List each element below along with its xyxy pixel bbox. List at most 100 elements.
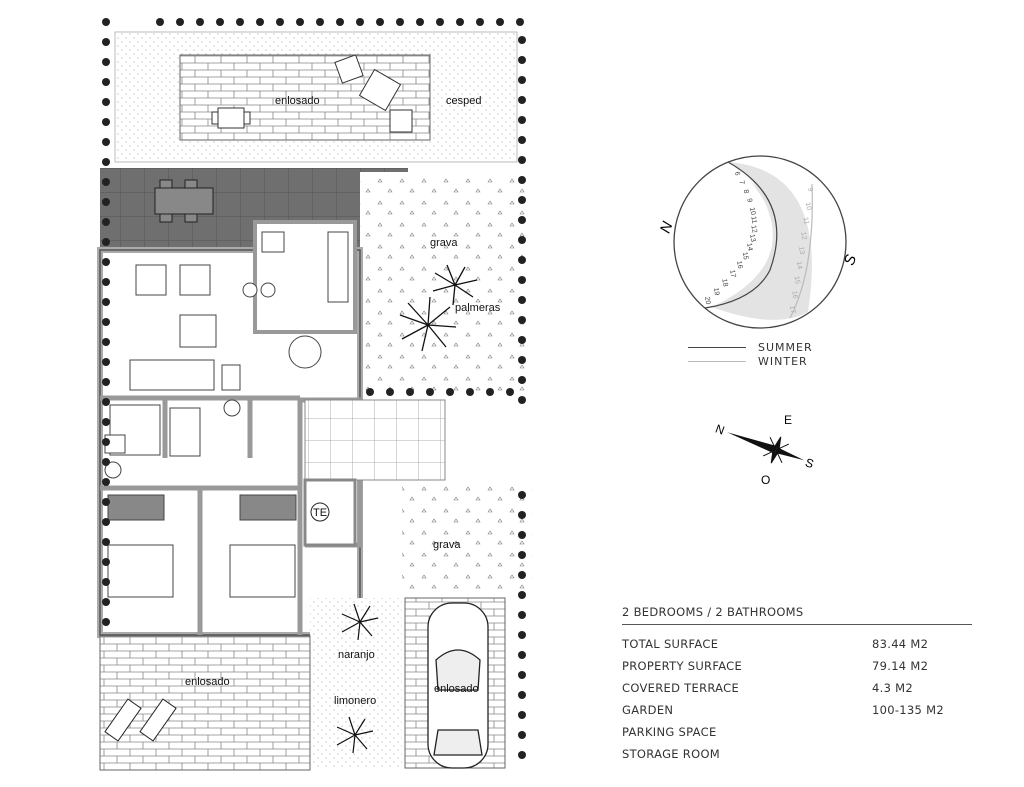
winter-fill — [712, 162, 812, 320]
lower-left-paving — [99, 635, 311, 771]
hedge-dot — [102, 438, 110, 446]
hedge-dot — [102, 318, 110, 326]
winter-hour-label: 11 — [802, 217, 810, 225]
hedge-dot — [102, 158, 110, 166]
spec-value: 83.44 M2 — [872, 637, 929, 651]
hedge-dot — [518, 96, 526, 104]
label-parking-paving: enlosado — [434, 683, 479, 695]
hedge-dot — [102, 578, 110, 586]
hedge-dot — [102, 338, 110, 346]
hedge-dot — [102, 258, 110, 266]
hedge-dot — [316, 18, 324, 26]
hedge-dot — [506, 388, 514, 396]
label-orange-tree: naranjo — [338, 649, 375, 661]
hedge-dot — [518, 136, 526, 144]
hedge-dot — [102, 458, 110, 466]
label-gravel-right: grava — [430, 237, 458, 249]
winter-hour-label: 15 — [793, 276, 801, 285]
hedge-dot — [518, 56, 526, 64]
hedge-dot — [216, 18, 224, 26]
hedge-dot — [102, 398, 110, 406]
hedge-dot — [386, 388, 394, 396]
hedge-dot — [518, 76, 526, 84]
hedge-dot — [102, 278, 110, 286]
hedge-dot — [102, 598, 110, 606]
hedge-dot — [102, 238, 110, 246]
hedge-dot — [518, 571, 526, 579]
hedge-dot — [102, 478, 110, 486]
summer-hour-label: 20 — [703, 296, 711, 305]
legend-winter: WINTER — [688, 354, 813, 368]
hedge-dot — [102, 78, 110, 86]
hedge-dots — [102, 18, 526, 759]
tree-icon — [336, 603, 379, 754]
hedge-dot — [518, 156, 526, 164]
summer-hour-label: 19 — [712, 287, 720, 296]
hedge-dot — [102, 558, 110, 566]
hedge-dot — [276, 18, 284, 26]
hedge-dot — [102, 618, 110, 626]
hedge-dot — [102, 518, 110, 526]
legend-summer: SUMMER — [688, 340, 813, 354]
hedge-dot — [102, 138, 110, 146]
hedge-dot — [518, 731, 526, 739]
hedge-dot — [518, 116, 526, 124]
right-gravel-garden — [360, 172, 525, 397]
compass-rose-icon: N S — [713, 422, 815, 472]
hedge-dot — [476, 18, 484, 26]
hedge-dot — [436, 18, 444, 26]
sun-path-legend: SUMMER WINTER — [688, 340, 813, 368]
palm-tree-icon — [399, 264, 478, 352]
spec-value: 79.14 M2 — [872, 659, 929, 673]
summer-hour-label: 7 — [738, 180, 746, 185]
hedge-dot — [296, 18, 304, 26]
label-lemon-tree: limonero — [334, 695, 376, 707]
spec-label: PARKING SPACE — [622, 725, 717, 739]
hedge-dot — [518, 751, 526, 759]
summer-hour-label: 12 — [749, 225, 757, 234]
hedge-dot — [518, 196, 526, 204]
compass-s: S — [803, 455, 815, 471]
hedge-dot — [518, 531, 526, 539]
label-lawn: cesped — [446, 95, 481, 107]
hedge-dot — [496, 18, 504, 26]
hedge-dot — [336, 18, 344, 26]
meter-icon — [310, 502, 330, 522]
hedge-dot — [516, 18, 524, 26]
hedge-dot — [406, 388, 414, 396]
hedge-dot — [466, 388, 474, 396]
winter-path — [789, 183, 813, 319]
hedge-dot — [518, 711, 526, 719]
sun-path-diagram: 6789101112131415161718192091011121314151… — [657, 155, 860, 329]
hedge-dot — [518, 691, 526, 699]
hedge-dot — [518, 671, 526, 679]
hedge-dot — [518, 36, 526, 44]
hedge-dot — [102, 378, 110, 386]
hedge-dot — [518, 276, 526, 284]
winter-hour-label: 9 — [806, 187, 814, 192]
legend-winter-label: WINTER — [758, 354, 808, 368]
winter-hour-label: 16 — [790, 290, 798, 299]
hedge-dot — [102, 538, 110, 546]
hedge-dot — [518, 591, 526, 599]
meter-label: TE — [313, 507, 327, 519]
summer-hour-label: 16 — [735, 260, 743, 269]
summer-hour-label: 10 — [748, 207, 756, 216]
specs-heading: 2 BEDROOMS / 2 BATHROOMS — [622, 605, 972, 625]
winter-hour-label: 10 — [804, 202, 812, 211]
hedge-dot — [426, 388, 434, 396]
winter-hour-label: 17 — [788, 305, 796, 314]
spec-label: PROPERTY SURFACE — [622, 659, 743, 673]
hedge-dot — [176, 18, 184, 26]
spec-row: PARKING SPACE — [622, 721, 972, 743]
hedge-dot — [518, 651, 526, 659]
hedge-dot — [156, 18, 164, 26]
winter-hour-label: 12 — [799, 231, 807, 240]
hedge-dot — [102, 38, 110, 46]
lower-gravel-garden — [402, 485, 532, 595]
compass-n: N — [713, 422, 726, 438]
